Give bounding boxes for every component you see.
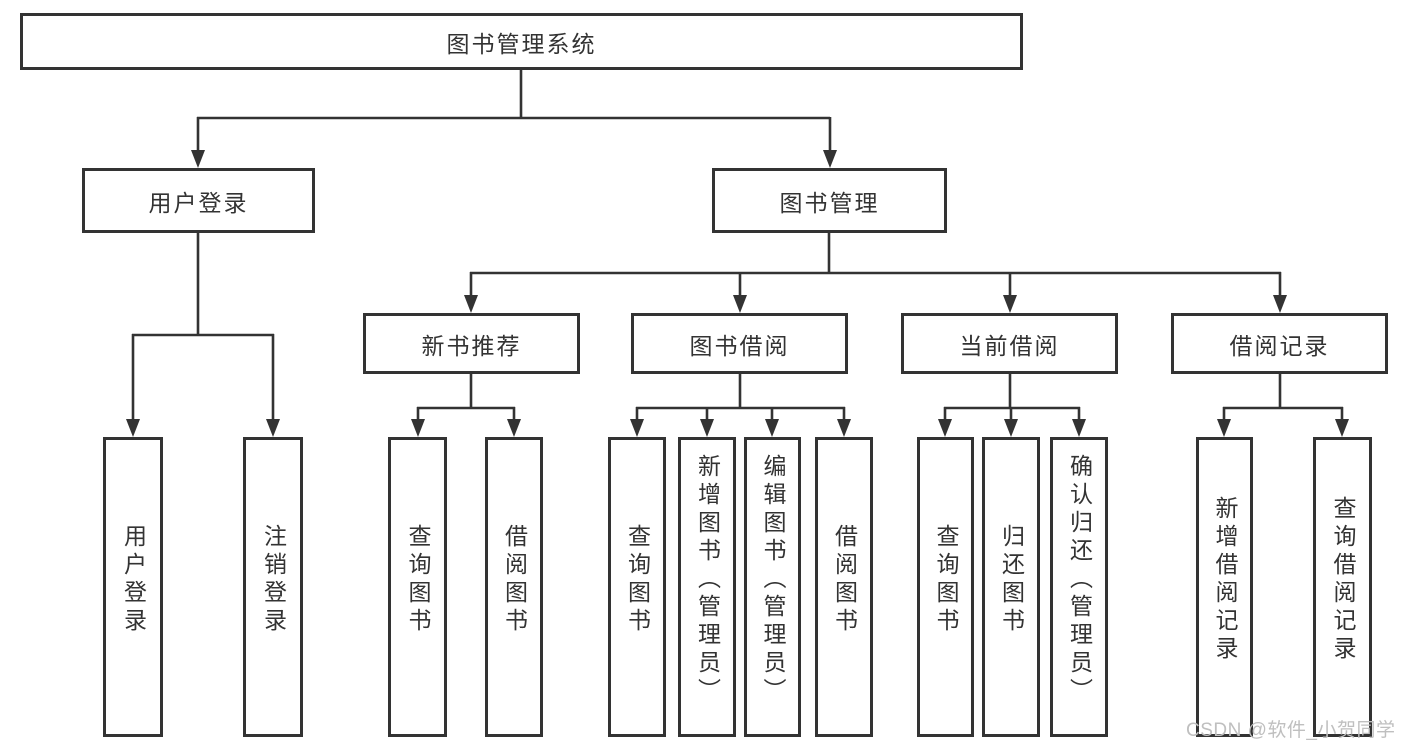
node-label: 用户登录 — [120, 524, 147, 636]
node-label: 查询图书 — [405, 524, 431, 636]
node-label: 借阅记录 — [1229, 332, 1330, 359]
csdn-watermark: CSDN @软件_小贺同学 — [1186, 720, 1396, 741]
leaf-borrow-books-1: 借阅图书 — [485, 437, 543, 737]
connector-root — [191, 70, 837, 168]
leaf-search-books-2: 查询图书 — [608, 437, 666, 737]
node-label: 借阅图书 — [501, 524, 528, 636]
leaf-user-login: 用户登录 — [103, 437, 163, 737]
leaf-search-books-3: 查询图书 — [917, 437, 974, 737]
connector-current-borrowing — [938, 374, 1086, 437]
leaf-logout: 注销登录 — [243, 437, 303, 737]
node-library-management-system: 图书管理系统 — [20, 13, 1023, 70]
connector-borrowing-records — [1217, 374, 1349, 437]
node-label: 确认归还（管理员） — [1066, 454, 1093, 706]
node-label: 借阅图书 — [831, 524, 858, 636]
node-label: 新增图书（管理员） — [694, 454, 721, 706]
node-label: 当前借阅 — [959, 332, 1060, 359]
node-label: 注销登录 — [260, 524, 287, 636]
connector-book-management — [464, 233, 1287, 313]
node-new-book-recommendation: 新书推荐 — [363, 313, 580, 374]
node-label: 编辑图书（管理员） — [760, 454, 786, 706]
node-label: 新增借阅记录 — [1212, 496, 1238, 664]
connector-new-book-recommendation — [411, 374, 521, 437]
connector-book-borrowing — [630, 374, 851, 437]
node-label: 归还图书 — [998, 524, 1025, 636]
leaf-search-borrow-record: 查询借阅记录 — [1313, 437, 1372, 737]
node-borrowing-records: 借阅记录 — [1171, 313, 1388, 374]
node-label: 用户登录 — [148, 189, 249, 216]
node-label: 查询图书 — [933, 524, 959, 636]
node-label: 图书管理 — [779, 189, 880, 216]
leaf-add-books-admin: 新增图书（管理员） — [678, 437, 736, 737]
leaf-edit-books-admin: 编辑图书（管理员） — [744, 437, 801, 737]
node-label: 查询借阅记录 — [1330, 496, 1356, 664]
node-book-management: 图书管理 — [712, 168, 947, 233]
leaf-borrow-books-2: 借阅图书 — [815, 437, 873, 737]
node-label: 查询图书 — [624, 524, 651, 636]
node-user-login: 用户登录 — [82, 168, 315, 233]
node-label: 图书管理系统 — [446, 30, 597, 57]
connector-user-login — [126, 233, 280, 437]
leaf-return-books: 归还图书 — [982, 437, 1040, 737]
node-current-borrowing: 当前借阅 — [901, 313, 1118, 374]
leaf-search-books-1: 查询图书 — [388, 437, 447, 737]
leaf-confirm-return-admin: 确认归还（管理员） — [1050, 437, 1108, 737]
node-book-borrowing: 图书借阅 — [631, 313, 848, 374]
node-label: 新书推荐 — [421, 332, 522, 359]
leaf-add-borrow-record: 新增借阅记录 — [1196, 437, 1253, 737]
node-label: 图书借阅 — [689, 332, 790, 359]
